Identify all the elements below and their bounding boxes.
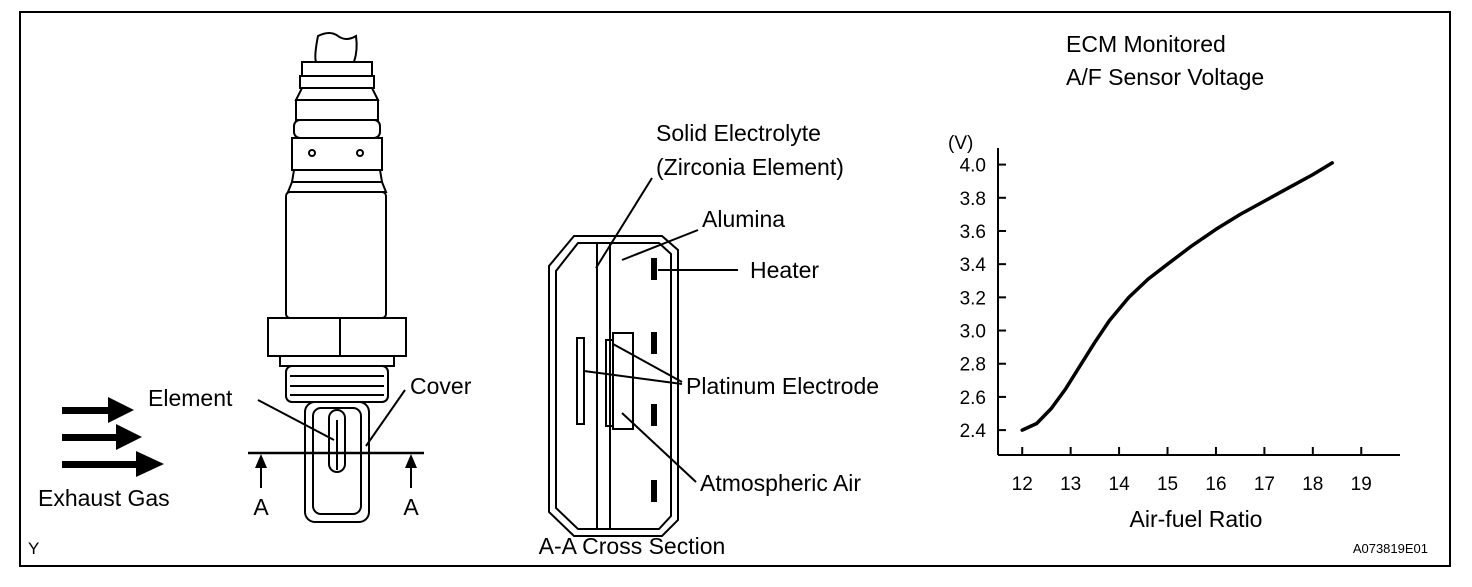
x-tick-label: 14 bbox=[1109, 474, 1131, 495]
exhaust-gas-arrows: Exhaust Gas bbox=[38, 397, 170, 511]
figure-frame bbox=[19, 11, 1451, 567]
heater-label: Heater bbox=[750, 257, 819, 283]
y-tick-label: 4.0 bbox=[960, 156, 986, 177]
sensor-hex-nut bbox=[267, 317, 407, 357]
cross-section bbox=[548, 235, 679, 537]
atmospheric-air-label: Atmospheric Air bbox=[700, 470, 861, 496]
y-tick-label: 3.0 bbox=[960, 322, 986, 343]
section-mark-left: A bbox=[253, 494, 269, 520]
air-leader bbox=[621, 412, 697, 483]
chart-title-line2: A/F Sensor Voltage bbox=[1066, 64, 1264, 90]
sensor-vent-band bbox=[291, 137, 383, 171]
alumina-label: Alumina bbox=[702, 206, 785, 232]
y-tick-label: 3.6 bbox=[960, 222, 986, 243]
figure-code: A073819E01 bbox=[1353, 541, 1428, 556]
y-tick-label: 3.2 bbox=[960, 288, 986, 309]
sensor-body bbox=[285, 191, 387, 319]
x-tick-label: 16 bbox=[1205, 474, 1226, 495]
exhaust-arrow-1-head bbox=[108, 397, 134, 423]
section-line: A A bbox=[248, 451, 424, 520]
oxygen-sensor bbox=[267, 32, 407, 523]
x-tick-label: 15 bbox=[1157, 474, 1178, 495]
zirconia-element-label: (Zirconia Element) bbox=[656, 154, 844, 180]
cross-section-labels: Solid Electrolyte (Zirconia Element) Alu… bbox=[539, 120, 879, 559]
sensor-ring-2 bbox=[299, 75, 375, 89]
vent-hole-right bbox=[356, 149, 364, 157]
sensor-ring-1 bbox=[301, 61, 373, 77]
section-arrow-right-head bbox=[405, 454, 417, 468]
cover-label: Cover bbox=[410, 373, 472, 399]
y-axis-unit-label: (V) bbox=[948, 133, 973, 154]
y-tick-label: 2.4 bbox=[960, 421, 987, 442]
heater-strip-3 bbox=[651, 404, 657, 426]
x-tick-label: 13 bbox=[1060, 474, 1081, 495]
element-leader bbox=[257, 399, 335, 441]
voltage-chart: ECM Monitored A/F Sensor Voltage (V) 2.4… bbox=[948, 31, 1400, 532]
sensor-labels: Element Cover bbox=[148, 373, 472, 447]
section-mark-right: A bbox=[403, 494, 419, 520]
chart-title-line1: ECM Monitored bbox=[1066, 31, 1226, 57]
atmospheric-air-chamber bbox=[612, 332, 634, 430]
platinum-leader-inner bbox=[612, 343, 683, 383]
vent-hole-left bbox=[308, 149, 316, 157]
platinum-electrode-label: Platinum Electrode bbox=[686, 373, 879, 399]
sensor-thread bbox=[285, 365, 389, 403]
heater-strips bbox=[651, 258, 657, 502]
y-tick-label: 3.4 bbox=[960, 255, 987, 276]
exhaust-arrow-1-shaft bbox=[62, 407, 110, 414]
sensor-top-cap bbox=[314, 32, 358, 63]
sensor-band-4 bbox=[286, 181, 388, 193]
platinum-electrode-outer bbox=[576, 337, 585, 425]
sensor-band-3 bbox=[290, 169, 384, 183]
exhaust-arrow-3-head bbox=[136, 451, 164, 477]
electrolyte-leader bbox=[595, 177, 653, 269]
exhaust-gas-label: Exhaust Gas bbox=[38, 485, 170, 511]
x-tick-labels: 12 13 14 15 16 17 18 19 bbox=[1012, 447, 1372, 495]
exhaust-arrow-2-shaft bbox=[62, 434, 118, 441]
x-tick-label: 12 bbox=[1012, 474, 1033, 495]
x-tick-label: 17 bbox=[1254, 474, 1275, 495]
y-tick-label: 2.8 bbox=[960, 355, 986, 376]
sensor-band-1 bbox=[295, 99, 379, 121]
x-axis-label: Air-fuel Ratio bbox=[1130, 506, 1263, 532]
voltage-curve bbox=[1020, 161, 1334, 432]
sensor-washer bbox=[279, 355, 395, 367]
section-outer-shell bbox=[548, 235, 679, 537]
y-tick-labels: 2.4 2.6 2.8 3.0 3.2 3.4 3.6 3.8 4.0 bbox=[960, 156, 1006, 442]
cross-section-caption: A-A Cross Section bbox=[539, 533, 726, 559]
heater-strip-4 bbox=[651, 480, 657, 502]
exhaust-arrow-3-shaft bbox=[62, 461, 138, 468]
x-tick-label: 19 bbox=[1351, 474, 1372, 495]
section-inner-shell bbox=[555, 242, 672, 530]
cover-leader bbox=[365, 389, 406, 447]
platinum-leader-outer bbox=[583, 370, 683, 385]
section-arrow-left-head bbox=[255, 454, 267, 468]
y-tick-label: 3.8 bbox=[960, 189, 986, 210]
heater-strip-2 bbox=[651, 332, 657, 354]
heater-strip-1 bbox=[651, 258, 657, 280]
sensor-band-2 bbox=[293, 119, 381, 139]
sensor-flare bbox=[294, 87, 380, 101]
corner-mark: Y bbox=[28, 539, 39, 558]
solid-electrolyte-label: Solid Electrolyte bbox=[656, 120, 821, 146]
x-tick-label: 18 bbox=[1302, 474, 1323, 495]
y-tick-label: 2.6 bbox=[960, 388, 986, 409]
alumina-leader bbox=[621, 229, 699, 261]
element-label: Element bbox=[148, 385, 233, 411]
exhaust-arrow-2-head bbox=[116, 424, 142, 450]
